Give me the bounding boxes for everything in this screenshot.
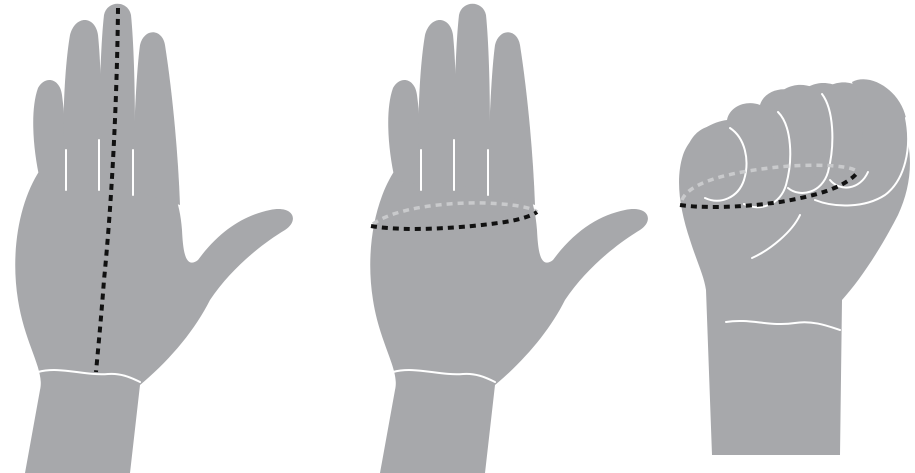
fist-crease-5 (751, 214, 801, 259)
pinky-finger (33, 79, 66, 185)
hand-open-left (15, 3, 293, 473)
middle-finger (453, 3, 490, 190)
panel-palm-circumference (370, 3, 648, 473)
palm-circumference-back-line (371, 201, 539, 226)
ring-finger (418, 20, 457, 185)
fist-fingers (685, 79, 909, 208)
hand-open-middle (370, 3, 648, 473)
fist-wrist-crease (725, 319, 841, 331)
palm-shape (370, 170, 648, 473)
fist-crease-4 (829, 171, 869, 189)
fist-circumference-front-line (679, 170, 860, 209)
wrist-crease (392, 369, 496, 383)
pinky-finger (388, 79, 421, 185)
fist-circumference-back-line (680, 163, 860, 201)
fist-creases (704, 93, 910, 331)
index-finger (487, 32, 535, 205)
length-measure-line (94, 7, 120, 373)
panel-hand-length (15, 3, 293, 473)
fist-thumb-crease (814, 117, 910, 207)
index-finger (132, 32, 180, 205)
wrist-crease (37, 369, 141, 383)
fist-thumb (805, 79, 909, 206)
ring-finger (63, 20, 102, 185)
panel-fist-circumference (679, 79, 910, 455)
palm-shape (15, 170, 293, 473)
fist-crease-1 (704, 127, 748, 202)
fist-crease-3 (787, 93, 834, 194)
fist-crease-2 (743, 111, 792, 209)
palm-circumference-front-line (370, 210, 539, 231)
